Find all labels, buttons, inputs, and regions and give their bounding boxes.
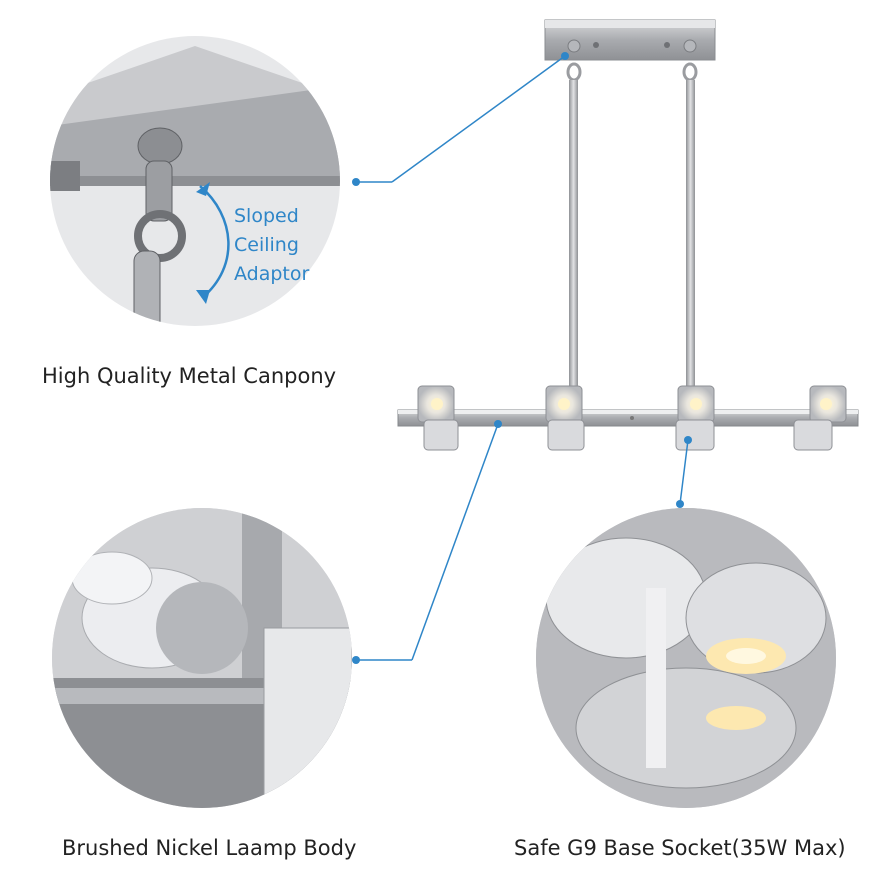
crystal-shade-3 — [675, 385, 715, 451]
lamp-body-closeup-image — [52, 508, 352, 808]
suspension-rod-right — [686, 80, 695, 390]
sloped-ceiling-adaptor-label: Sloped Ceiling Adaptor — [234, 205, 310, 285]
suspension-rod-left — [569, 80, 578, 390]
crystal-shade-4 — [793, 385, 847, 451]
canopy-detail-circle — [50, 36, 340, 326]
curved-arrow-icon — [199, 185, 230, 299]
canopy — [544, 19, 716, 61]
caption-socket: Safe G9 Base Socket(35W Max) — [514, 836, 846, 860]
caption-lamp-body: Brushed Nickel Laamp Body — [62, 836, 357, 860]
callout-line-socket — [679, 439, 689, 505]
crystal-shade-1 — [417, 385, 459, 451]
socket-detail-circle — [536, 508, 836, 808]
lamp-bar — [397, 409, 859, 427]
lamp-body-detail-circle — [52, 508, 352, 808]
crystal-shade-2 — [545, 385, 585, 451]
canopy-closeup-image — [50, 46, 340, 326]
caption-metal-canopy: High Quality Metal Canpony — [42, 364, 337, 388]
socket-closeup-image — [536, 508, 836, 808]
